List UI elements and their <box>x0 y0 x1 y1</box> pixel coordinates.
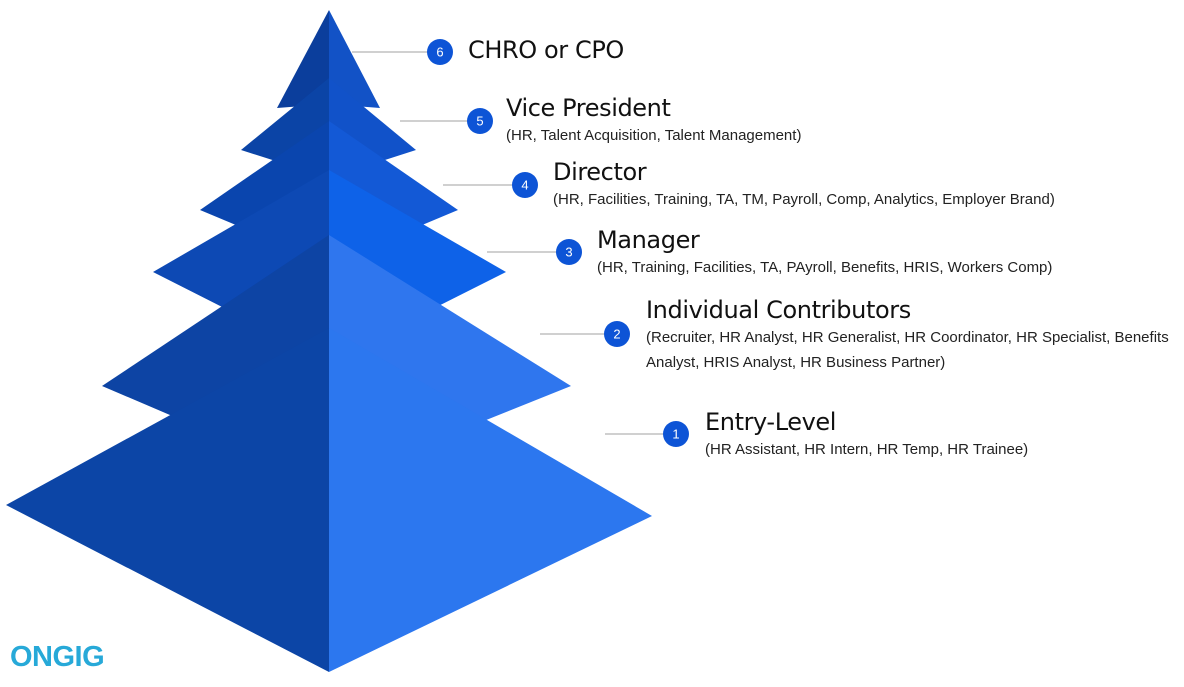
level-4: Director (HR, Facilities, Training, TA, … <box>553 157 1055 212</box>
level-badge-6 <box>427 39 453 65</box>
level-2-subtitle: (Recruiter, HR Analyst, HR Generalist, H… <box>646 329 1169 371</box>
level-6: CHRO or CPO <box>468 35 624 65</box>
level-3: Manager (HR, Training, Facilities, TA, P… <box>597 225 1052 280</box>
level-4-title: Director <box>553 158 647 186</box>
level-badge-4 <box>512 172 538 198</box>
level-2: Individual Contributors (Recruiter, HR A… <box>646 295 1171 375</box>
level-badge-5 <box>467 108 493 134</box>
level-5: Vice President (HR, Talent Acquisition, … <box>506 93 801 148</box>
pyramid-tier-1-right-face <box>329 328 652 672</box>
pyramid-tier-6-left-face <box>277 10 329 108</box>
level-3-title: Manager <box>597 226 700 254</box>
pyramid-tier-1-left-face <box>6 328 329 672</box>
level-badge-2 <box>604 321 630 347</box>
level-1-subtitle: (HR Assistant, HR Intern, HR Temp, HR Tr… <box>705 441 1029 458</box>
level-badge-number-5: 5 <box>476 114 483 129</box>
level-badge-number-2: 2 <box>613 327 620 342</box>
level-badge-1 <box>663 421 689 447</box>
level-5-subtitle: (HR, Talent Acquisition, Talent Manageme… <box>506 127 802 144</box>
level-3-subtitle: (HR, Training, Facilities, TA, PAyroll, … <box>597 259 1053 276</box>
level-badge-number-4: 4 <box>521 178 528 193</box>
level-badge-number-3: 3 <box>565 245 572 260</box>
pyramid-tier-6-right-face <box>329 10 380 108</box>
level-1: Entry-Level (HR Assistant, HR Intern, HR… <box>705 407 1028 462</box>
level-2-title: Individual Contributors <box>646 296 911 324</box>
ongig-logo: ONGIG <box>10 641 105 673</box>
level-6-title: CHRO or CPO <box>468 36 624 64</box>
level-badge-number-1: 1 <box>672 427 679 442</box>
level-5-title: Vice President <box>506 94 671 122</box>
level-1-title: Entry-Level <box>705 408 837 436</box>
level-4-subtitle: (HR, Facilities, Training, TA, TM, Payro… <box>553 191 1055 208</box>
level-badge-3 <box>556 239 582 265</box>
level-badge-number-6: 6 <box>436 45 443 60</box>
